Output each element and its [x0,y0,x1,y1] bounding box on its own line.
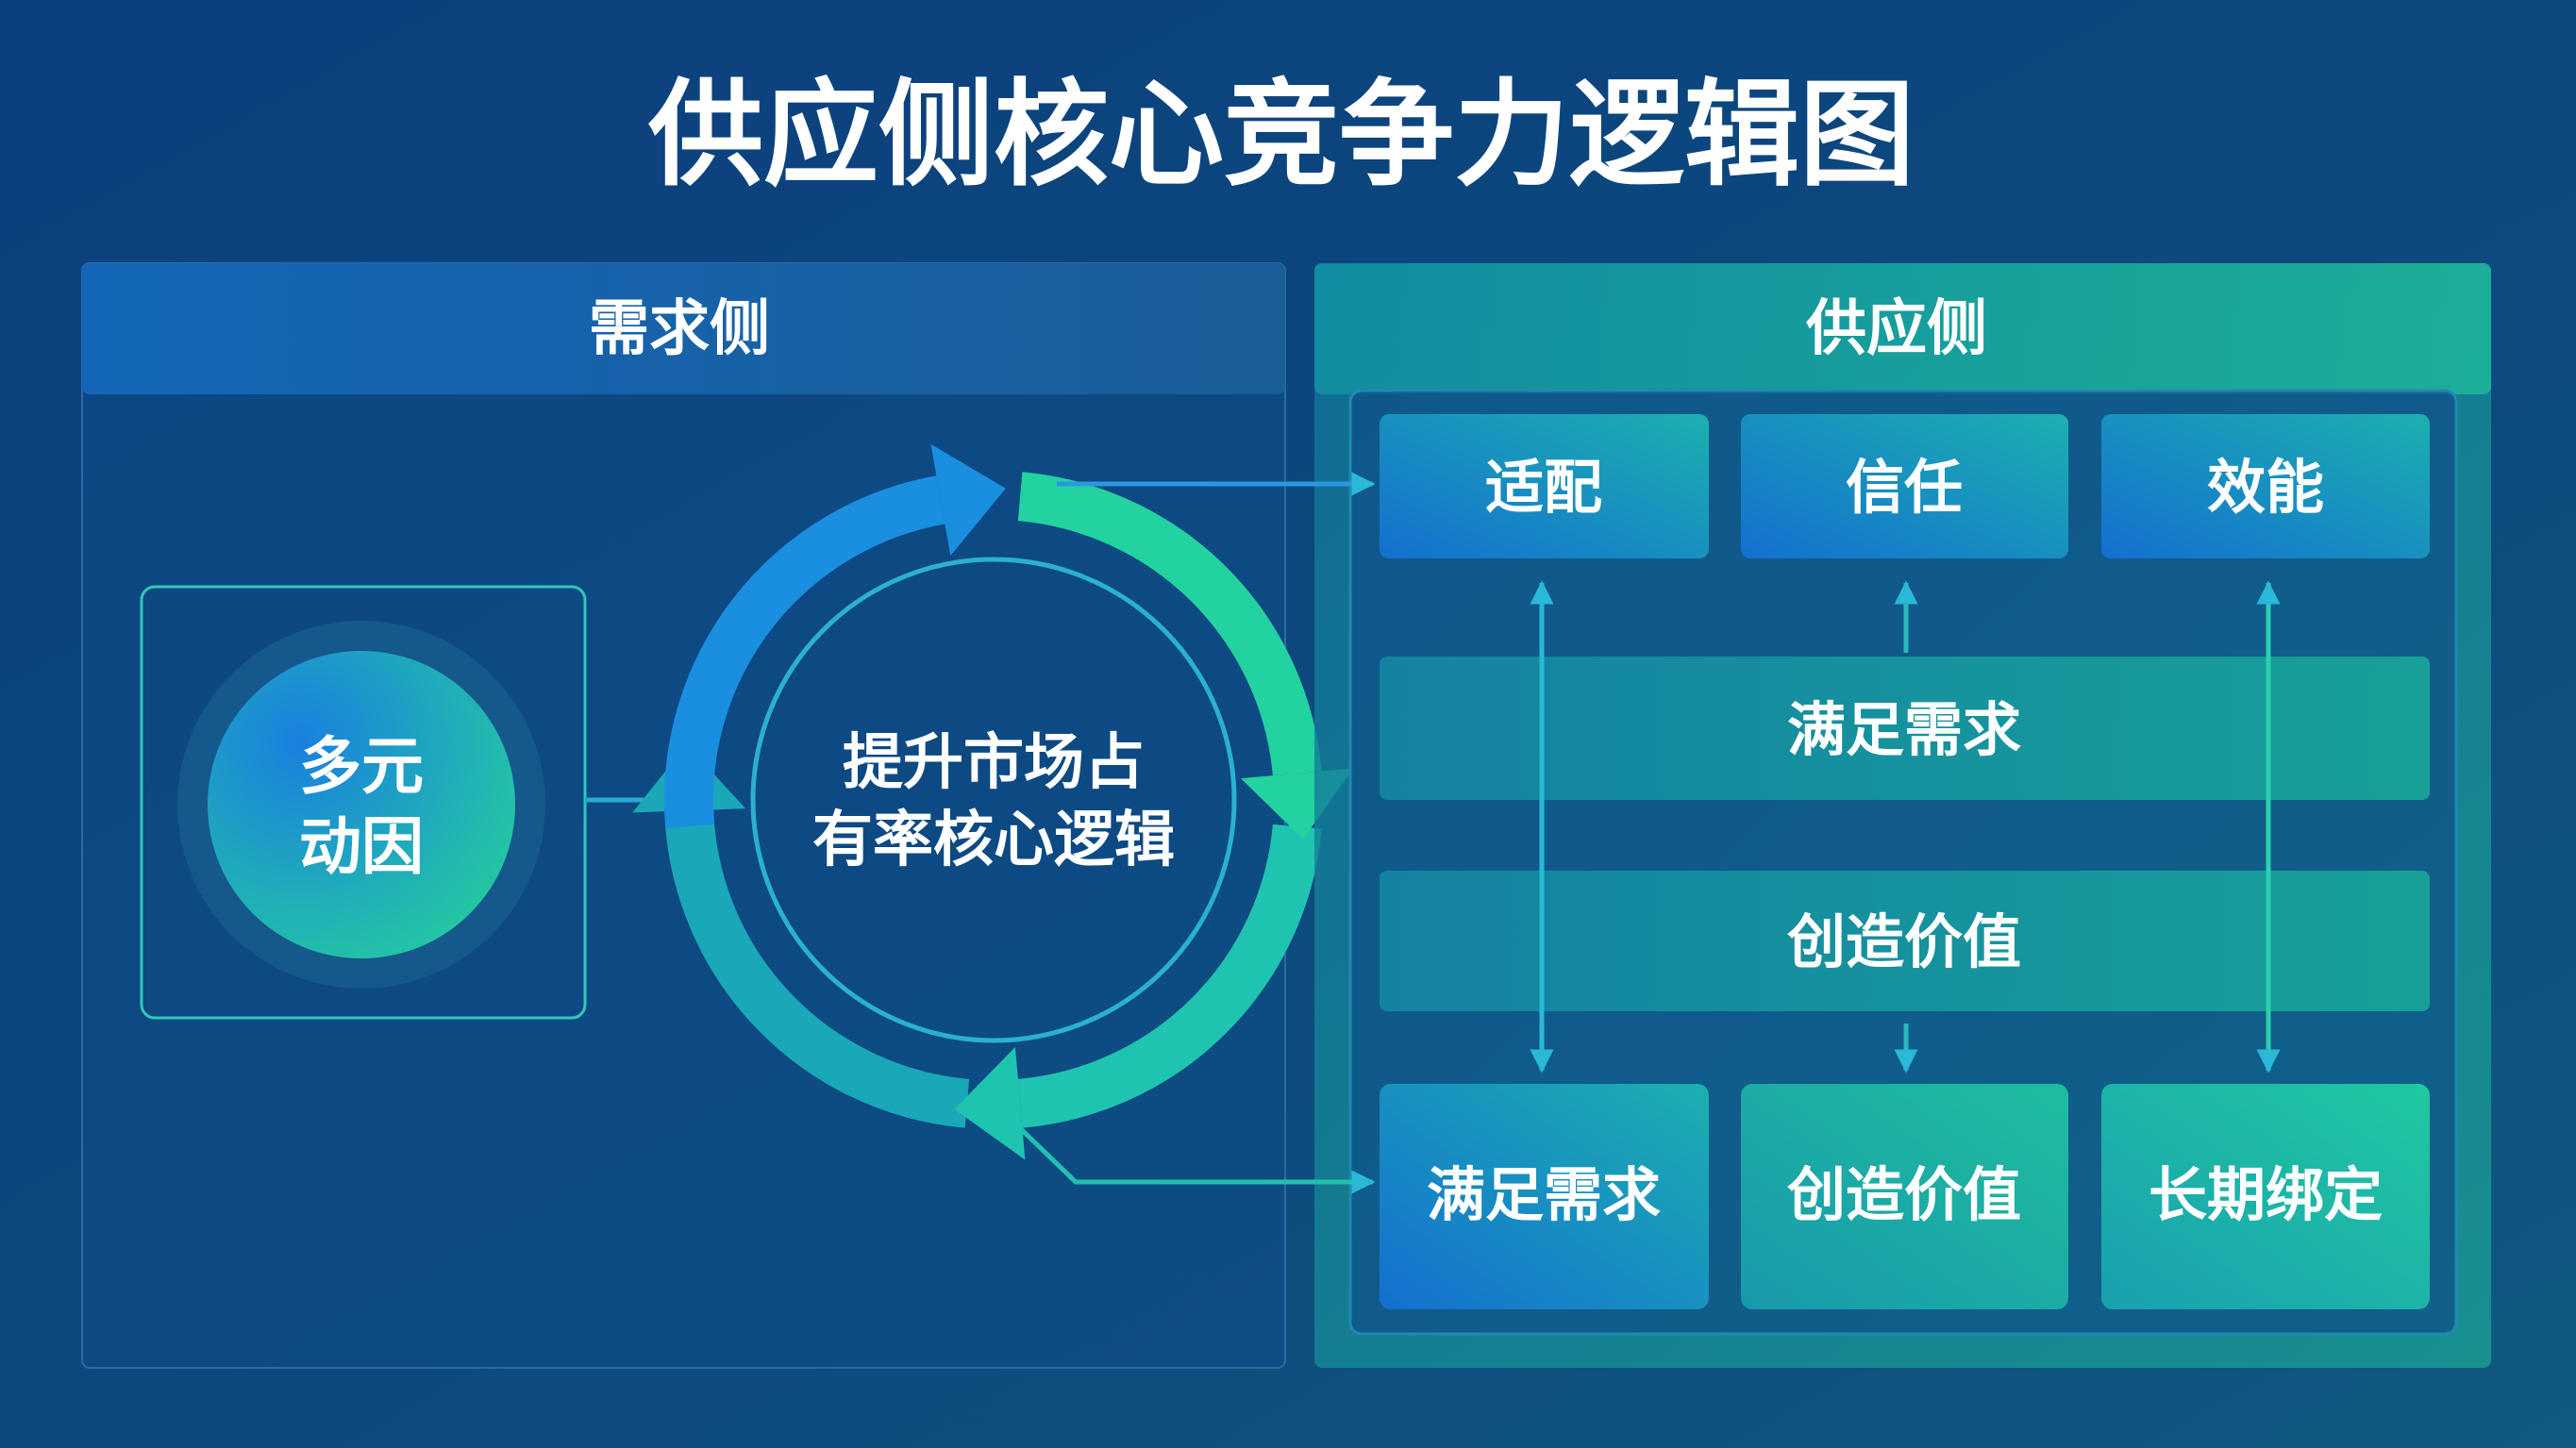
top-box-efficiency: 效能 [2101,414,2430,558]
bar-label: 满足需求 [1787,695,2021,764]
top-box-label: 信任 [1846,453,1963,522]
supply-side-header-bar [1314,263,2491,394]
driver-circle [208,651,515,958]
bar-create-value: 创造价值 [1380,871,2430,1011]
demand-side-header: 需求侧 [589,294,770,364]
cycle-diagram: 提升市场占 有率核心逻辑 [632,443,1354,1160]
cycle-label-line2: 有率核心逻辑 [812,806,1175,875]
top-box-trust: 信任 [1741,414,2068,558]
bar-label: 创造价值 [1787,907,2021,976]
cycle-arrow-left [664,809,970,1128]
top-box-label: 适配 [1485,453,1602,522]
bar-meet-demand: 满足需求 [1380,657,2430,800]
cycle-inner-ring [750,557,1237,1043]
cycle-arrow-bottom [1017,824,1322,1128]
bottom-box-long-term-binding: 长期绑定 [2101,1084,2430,1309]
cycle-label-line1: 提升市场占 [843,728,1145,798]
bottom-box-label: 长期绑定 [2149,1160,2383,1229]
cycle-arrow-top [664,475,945,829]
cycle-to-meet-demand-connector [1017,1125,1376,1194]
page-title: 供应侧核心竞争力逻辑图 [648,68,1915,202]
cycle-arrow-right [1017,472,1322,776]
bottom-box-meet-demand: 满足需求 [1380,1084,1709,1309]
top-box-adapt: 适配 [1380,414,1709,558]
cycle-arrow-top-head [930,443,1006,556]
supply-side-header: 供应侧 [1806,294,1987,364]
driver-label-line1: 多元 [299,730,424,803]
demand-side-header-bar [82,263,1285,394]
driver-label-line2: 动因 [299,810,424,883]
bottom-box-label: 满足需求 [1427,1160,1661,1229]
top-box-label: 效能 [2207,453,2324,522]
supply-side-panel: 供应侧 适配 信任 效能 满足需求 创造价值 满足需求 创造价值 长期绑定 [1314,263,2491,1368]
bottom-box-label: 创造价值 [1787,1160,2021,1229]
bottom-box-create-value: 创造价值 [1741,1084,2068,1309]
cycle-arrow-bottom-head [954,1046,1026,1160]
